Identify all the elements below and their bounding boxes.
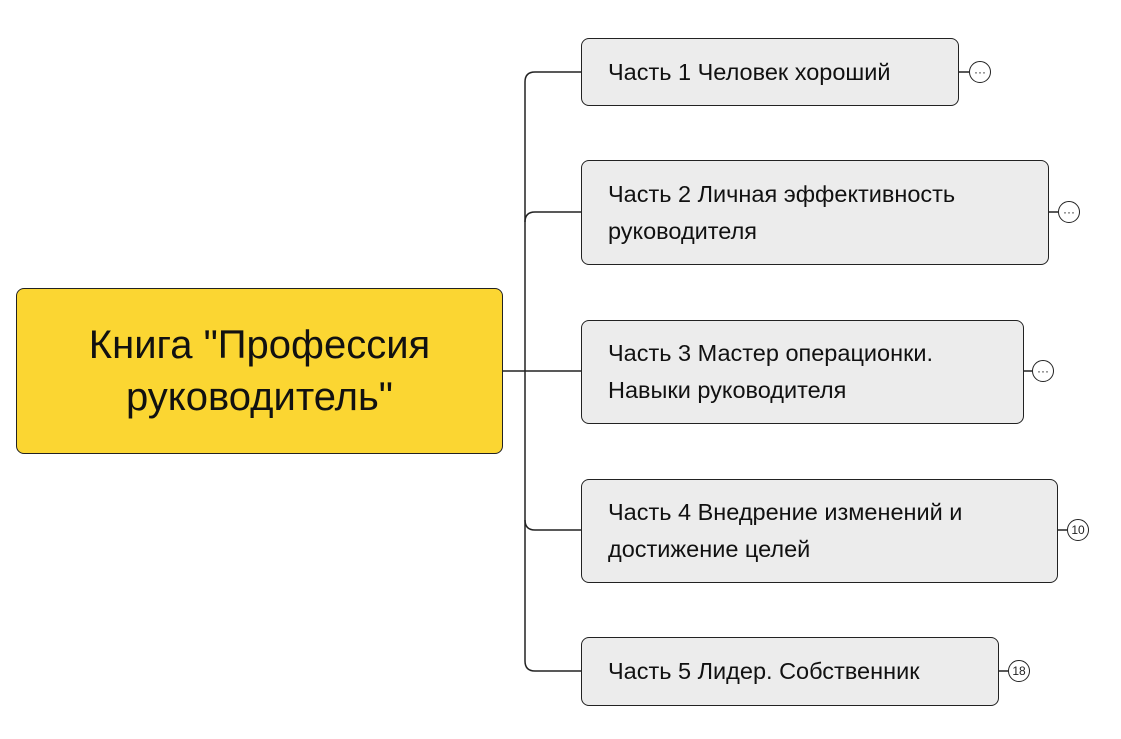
collapsed-count-badge[interactable]: 18 — [1008, 660, 1030, 682]
expand-more-icon[interactable]: ··· — [1058, 201, 1080, 223]
topic-part-2[interactable]: Часть 2 Личная эффективность руководител… — [581, 160, 1049, 265]
topic-part-5[interactable]: Часть 5 Лидер. Собственник — [581, 637, 999, 706]
root-topic[interactable]: Книга "Профессия руководитель" — [16, 288, 503, 454]
topic-part-1[interactable]: Часть 1 Человек хороший — [581, 38, 959, 106]
topic-label: Часть 4 Внедрение изменений и достижение… — [608, 499, 963, 562]
topic-label: Часть 5 Лидер. Собственник — [608, 658, 920, 684]
topic-part-3[interactable]: Часть 3 Мастер операционки. Навыки руков… — [581, 320, 1024, 424]
root-topic-label: Книга "Профессия руководитель" — [88, 323, 431, 419]
collapsed-count-badge[interactable]: 10 — [1067, 519, 1089, 541]
topic-label: Часть 1 Человек хороший — [608, 58, 891, 85]
expand-more-icon[interactable]: ··· — [969, 61, 991, 83]
expand-more-icon[interactable]: ··· — [1032, 360, 1054, 382]
topic-label: Часть 2 Личная эффективность руководител… — [608, 180, 956, 244]
topic-label: Часть 3 Мастер операционки. Навыки руков… — [608, 340, 934, 403]
topic-part-4[interactable]: Часть 4 Внедрение изменений и достижение… — [581, 479, 1058, 583]
